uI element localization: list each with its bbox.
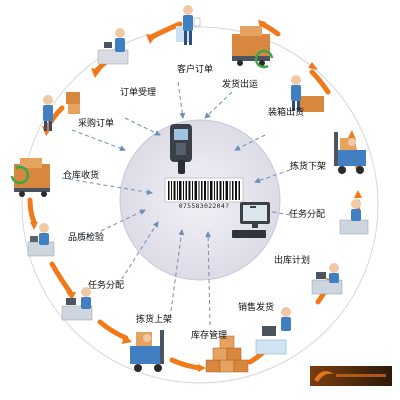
task-assign-2-illustration: [339, 199, 369, 235]
step-label-pick-down: 拣货下架: [290, 162, 327, 172]
step-label-inventory-mgmt: 库存管理: [191, 331, 228, 341]
outbound-plan-illustration: [311, 263, 343, 295]
step-label-customer-order: 客户订单: [177, 65, 214, 75]
inventory-mgmt-illustration: [205, 335, 249, 373]
dashed-connectors: [61, 81, 291, 326]
step-label-task-assign-1: 任务分配: [88, 281, 125, 291]
pack-out-illustration: [291, 75, 324, 112]
quality-check-illustration: [27, 223, 55, 257]
sales-ship-illustration: [255, 307, 291, 355]
ship-out-illustration: [232, 26, 274, 69]
barcode-number: 07558302204?: [178, 202, 230, 210]
customer-order-illustration: [176, 5, 201, 45]
order-accept-illustration: [97, 28, 129, 65]
step-label-ship-out: 发货出运: [222, 80, 259, 90]
step-label-purchase-order: 采购订单: [78, 119, 115, 129]
step-label-quality-check: 品质检验: [68, 233, 105, 243]
step-label-task-assign-2: 任务分配: [289, 210, 326, 220]
step-label-order-accept: 订单受理: [120, 88, 157, 98]
barcode-icon: [164, 177, 244, 203]
step-label-pack-out: 装箱出货: [268, 108, 305, 118]
task-assign-1-illustration: [61, 287, 93, 321]
pick-down-illustration: [334, 132, 366, 174]
step-label-outbound-plan: 出库计划: [274, 256, 311, 266]
computer-icon: [232, 202, 270, 238]
step-label-warehouse-receive: 仓库收货: [63, 171, 100, 181]
step-label-putaway: 拣货上架: [136, 315, 173, 325]
warehouse-receive-illustration: [10, 158, 50, 197]
handheld-scanner-icon: [170, 124, 192, 174]
outer-ring: [21, 26, 379, 384]
logo-banner: [310, 366, 392, 386]
step-label-sales-ship: 销售发货: [238, 303, 275, 313]
putaway-illustration: [130, 330, 164, 372]
purchase-order-illustration: [43, 92, 80, 131]
